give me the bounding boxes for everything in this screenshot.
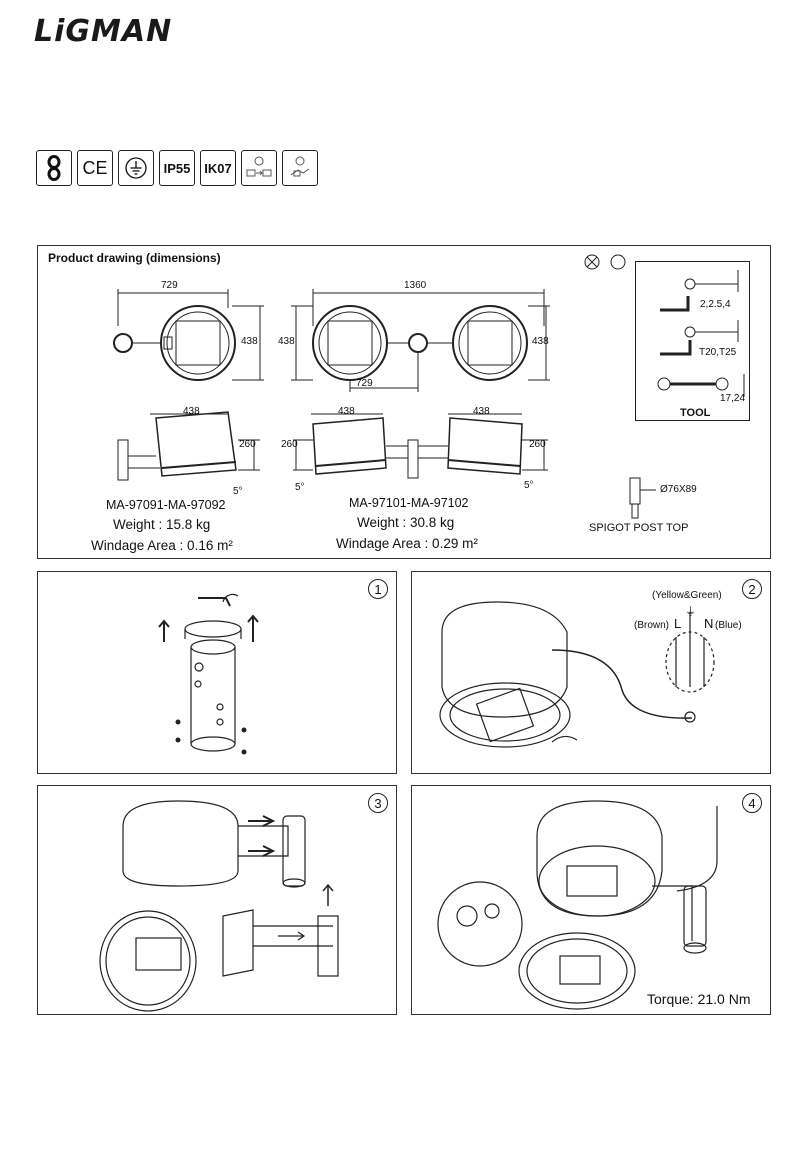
ik-rating-badge: IK07 [200, 150, 236, 186]
single-weight: Weight : 15.8 kg [113, 517, 211, 532]
double-weight: Weight : 30.8 kg [357, 515, 455, 530]
tool-box: 2,2.5,4 T20,T25 17,24 TOOL [635, 261, 750, 421]
step-4-illustration [437, 800, 718, 1010]
tool-label: TOOL [680, 407, 711, 419]
double-height-right: 438 [532, 336, 549, 347]
allen-key-sizes: 2,2.5,4 [700, 299, 731, 310]
double-width-dimension: 1360 [404, 280, 427, 291]
blue-wire-label: (Blue) [715, 620, 742, 631]
double-windage-area: Windage Area : 0.29 m² [336, 536, 478, 551]
maintenance-icon [282, 150, 318, 186]
spigot-size: Ø76X89 [660, 484, 697, 495]
neutral-terminal-label: N [704, 616, 714, 631]
step-number: 1 [368, 579, 388, 599]
single-height-dimension: 438 [241, 336, 258, 347]
step-4-panel: 4 Torque: 21.0 Nm [411, 785, 771, 1015]
earth-ground-icon [118, 150, 154, 186]
chain-link-icon [36, 150, 72, 186]
double-side-length-right: 438 [473, 406, 490, 417]
live-terminal-label: L [674, 616, 682, 631]
install-position-icon [241, 150, 277, 186]
dimension-drawing [113, 254, 656, 519]
brown-wire-label: (Brown) [634, 620, 670, 631]
double-height-left: 438 [278, 336, 295, 347]
double-angle-left: 5° [295, 482, 305, 493]
single-windage-area: Windage Area : 0.16 m² [91, 538, 233, 553]
brand-logo: LiGMAN [34, 14, 173, 49]
double-side-height-right: 260 [529, 439, 546, 450]
step-2-panel: 2 (Yellow&Green) ⏚ (Brown) L N (Blue) [411, 571, 771, 774]
single-side-length: 438 [183, 406, 200, 417]
double-side-height-left: 260 [281, 439, 298, 450]
spigot-label: SPIGOT POST TOP [589, 522, 689, 534]
wrench-sizes: 17,24 [720, 393, 746, 404]
step-1-illustration [158, 593, 259, 755]
certification-row: CE IP55 IK07 [36, 150, 318, 186]
panel-title: Product drawing (dimensions) [48, 251, 221, 265]
step-3-illustration [99, 800, 339, 1012]
step-number: 2 [742, 579, 762, 599]
step-number: 3 [368, 793, 388, 813]
double-model-number: MA-97101-MA-97102 [349, 496, 469, 510]
earth-wire-label: (Yellow&Green) [652, 590, 722, 601]
step-1-panel: 1 [37, 571, 397, 774]
ip-rating-badge: IP55 [159, 150, 195, 186]
double-side-length-left: 438 [338, 406, 355, 417]
step-2-illustration [439, 601, 715, 748]
single-side-height: 260 [239, 439, 256, 450]
torx-sizes: T20,T25 [699, 347, 737, 358]
earth-symbol-icon: ⏚ [685, 606, 696, 618]
torque-spec: Torque: 21.0 Nm [647, 991, 751, 1007]
step-3-panel: 3 [37, 785, 397, 1015]
ce-mark-icon: CE [77, 150, 113, 186]
single-model-number: MA-97091-MA-97092 [106, 498, 226, 512]
step-number: 4 [742, 793, 762, 813]
single-width-dimension: 729 [161, 280, 178, 291]
product-drawing-panel: Product drawing (dimensions) [37, 245, 771, 559]
double-angle-right: 5° [524, 480, 534, 491]
single-angle: 5° [233, 486, 243, 497]
tool-drawings [657, 270, 745, 397]
double-inner-width: 729 [356, 378, 373, 389]
